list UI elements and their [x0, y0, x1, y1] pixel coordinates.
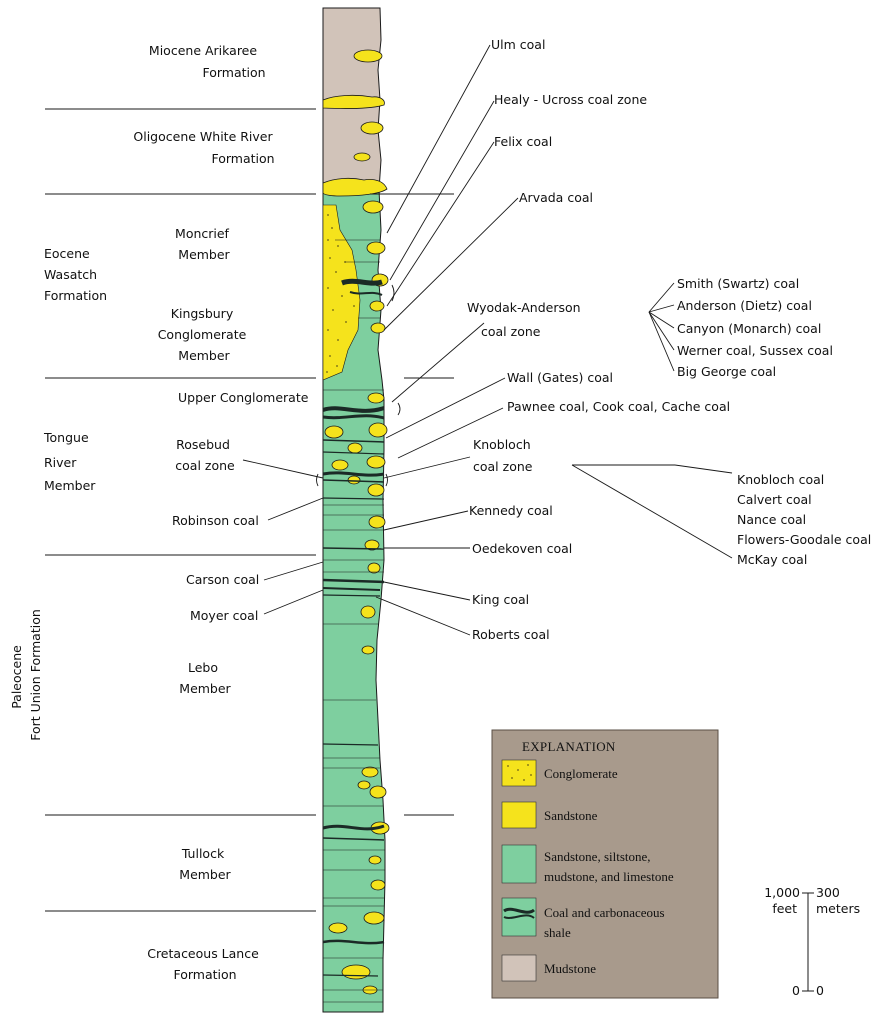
scale-feet-unit: feet [772, 901, 797, 916]
arvada-coal-label: Arvada coal [519, 190, 593, 205]
legend-label-sandstone: Sandstone [544, 808, 598, 823]
formation-boundaries [45, 109, 454, 911]
felix-coal-label: Felix coal [494, 134, 552, 149]
legend-label-mudstone: Mudstone [544, 961, 596, 976]
legend-label-conglomerate: Conglomerate [544, 766, 618, 781]
ulm-coal-label: Ulm coal [491, 37, 545, 52]
stratigraphic-column [323, 8, 389, 1012]
rosebud-label: Rosebud coal zone [175, 437, 235, 473]
moyer-label: Moyer coal [190, 608, 258, 623]
scale-feet-bottom: 0 [792, 983, 800, 998]
left-labels: Miocene Arikaree Formation Oligocene Whi… [9, 43, 309, 982]
sandstone-band [323, 95, 384, 108]
knobloch-zone-label: Knobloch coal zone [473, 437, 535, 474]
eocene-label: Eocene Wasatch Formation [44, 246, 107, 303]
lebo-label: Lebo Member [179, 660, 231, 696]
scale-bar: 1,000 feet 300 meters 0 0 [764, 885, 860, 998]
king-coal-label: King coal [472, 592, 529, 607]
legend: EXPLANATION Conglomerate Sandstone Sands… [492, 730, 718, 998]
conglomerate-swatch [502, 760, 536, 786]
moncrief-label: Moncrief Member [175, 226, 233, 262]
lance-label: Cretaceous Lance Formation [147, 946, 263, 982]
scale-meters-top: 300 [816, 885, 840, 900]
tullock-label: Tullock Member [179, 846, 231, 882]
wyodak-coal-list: Smith (Swartz) coal Anderson (Dietz) coa… [677, 276, 837, 379]
robinson-label: Robinson coal [172, 513, 259, 528]
knobloch-coal-list: Knobloch coal Calvert coal Nance coal Fl… [737, 472, 875, 567]
sandstone-swatch [502, 802, 536, 828]
healy-coal-label: Healy - Ucross coal zone [494, 92, 647, 107]
oedekoven-coal-label: Oedekoven coal [472, 541, 572, 556]
wall-coal-label: Wall (Gates) coal [507, 370, 613, 385]
pawnee-coal-label: Pawnee coal, Cook coal, Cache coal [507, 399, 730, 414]
mudstone-swatch [502, 955, 536, 981]
oligocene-label: Oligocene White River Formation [133, 129, 276, 166]
kingsbury-label: Kingsbury Conglomerate Member [158, 306, 251, 363]
siltstone-swatch [502, 845, 536, 883]
scale-meters-unit: meters [816, 901, 860, 916]
upper-conglomerate-label: Upper Conglomerate [178, 390, 309, 405]
tongue-river-label: Tongue River Member [43, 430, 96, 493]
paleocene-vertical-label: Paleocene Fort Union Formation [9, 609, 43, 741]
miocene-label: Miocene Arikaree Formation [149, 43, 266, 80]
carson-label: Carson coal [186, 572, 259, 587]
right-labels: Ulm coal Healy - Ucross coal zone Felix … [467, 37, 875, 642]
legend-title: EXPLANATION [522, 739, 616, 754]
wyodak-zone-label: Wyodak-Anderson coal zone [467, 300, 585, 339]
scale-feet-top: 1,000 [764, 885, 800, 900]
kennedy-coal-label: Kennedy coal [469, 503, 553, 518]
roberts-coal-label: Roberts coal [472, 627, 550, 642]
scale-meters-bottom: 0 [816, 983, 824, 998]
